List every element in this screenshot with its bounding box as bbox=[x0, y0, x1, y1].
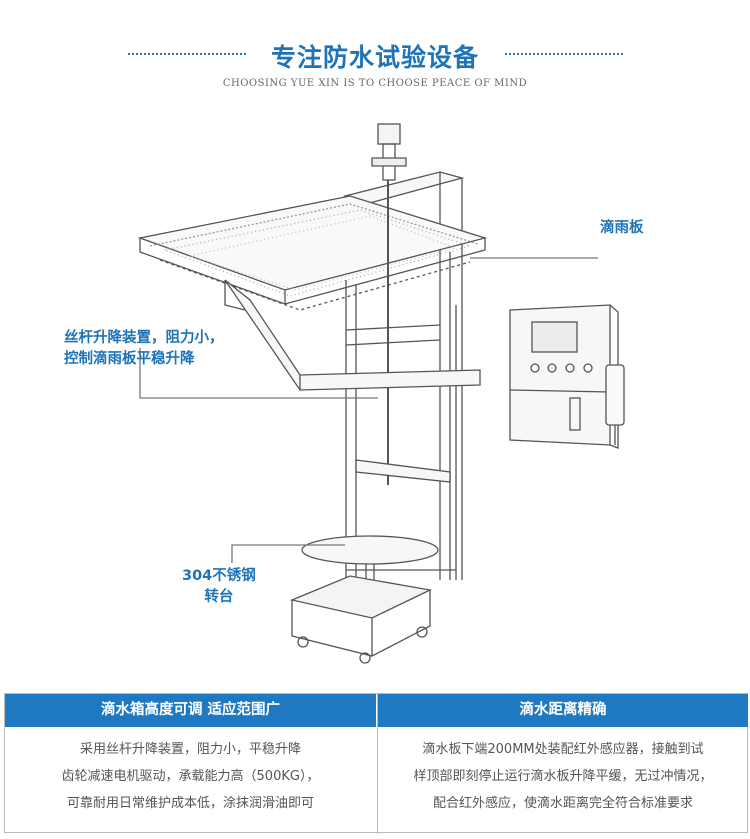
feature-column-height: 滴水箱高度可调 适应范围广 采用丝杆升降装置，阻力小，平稳升降 齿轮减速电机驱动… bbox=[5, 694, 376, 834]
feature-text-height: 采用丝杆升降装置，阻力小，平稳升降 齿轮减速电机驱动，承载能力高（500KG），… bbox=[5, 736, 376, 817]
feature-heading-distance: 滴水距离精确 bbox=[378, 694, 748, 727]
feature-line: 样顶部即刻停止运行滴水板升降平缓，无过冲情况， bbox=[413, 769, 713, 784]
feature-table: 滴水箱高度可调 适应范围广 采用丝杆升降装置，阻力小，平稳升降 齿轮减速电机驱动… bbox=[4, 693, 748, 834]
callout-drip-plate: 滴雨板 bbox=[600, 218, 644, 239]
callout-turntable: 304不锈钢 转台 bbox=[182, 566, 256, 608]
title-divider-right bbox=[505, 53, 623, 55]
lift-leader bbox=[139, 348, 378, 399]
feature-line: 滴水板下端200MM处装配红外感应器，接触到试 bbox=[422, 742, 704, 757]
feature-line: 采用丝杆升降装置，阻力小，平稳升降 bbox=[79, 742, 301, 757]
title-divider-left bbox=[128, 53, 246, 55]
turntable-base bbox=[289, 575, 433, 619]
equipment-drawing bbox=[137, 123, 625, 664]
equipment-diagram: 滴雨板 丝杆升降装置，阻力小， 控制滴雨板平稳升降 304不锈钢 转台 bbox=[0, 100, 750, 690]
feature-line: 配合红外感应，使滴水距离完全符合标准要求 bbox=[432, 796, 693, 811]
callout-lift-device: 丝杆升降装置，阻力小， 控制滴雨板平稳升降 bbox=[64, 328, 224, 370]
turntable-leader bbox=[231, 544, 345, 563]
feature-line: 可靠耐用日常维护成本低，涂抹润滑油即可 bbox=[66, 796, 314, 811]
page-header: 专注防水试验设备 CHOOSING YUE XIN IS TO CHOOSE P… bbox=[0, 0, 750, 100]
control-cabinet bbox=[509, 304, 625, 449]
page-subtitle: CHOOSING YUE XIN IS TO CHOOSE PEACE OF M… bbox=[222, 78, 528, 89]
callout-turntable-line-2: 转台 bbox=[204, 589, 234, 605]
callout-lift-line-1: 丝杆升降装置，阻力小， bbox=[64, 330, 224, 346]
page-title: 专注防水试验设备 bbox=[270, 43, 479, 72]
feature-text-distance: 滴水板下端200MM处装配红外感应器，接触到试 样顶部即刻停止运行滴水板升降平缓… bbox=[378, 736, 748, 817]
callout-turntable-line-1: 304不锈钢 bbox=[182, 568, 256, 584]
motor bbox=[377, 123, 401, 145]
feature-line: 齿轮减速电机驱动，承载能力高（500KG）， bbox=[61, 769, 320, 784]
callout-lift-line-2: 控制滴雨板平稳升降 bbox=[64, 351, 195, 367]
feature-heading-height: 滴水箱高度可调 适应范围广 bbox=[5, 694, 376, 727]
callout-drip-plate-label: 滴雨板 bbox=[600, 220, 644, 236]
feature-column-distance: 滴水距离精确 滴水板下端200MM处装配红外感应器，接触到试 样顶部即刻停止运行… bbox=[377, 694, 748, 834]
top-frame bbox=[342, 171, 465, 205]
turntable bbox=[301, 535, 439, 565]
drip-plate bbox=[137, 195, 488, 311]
